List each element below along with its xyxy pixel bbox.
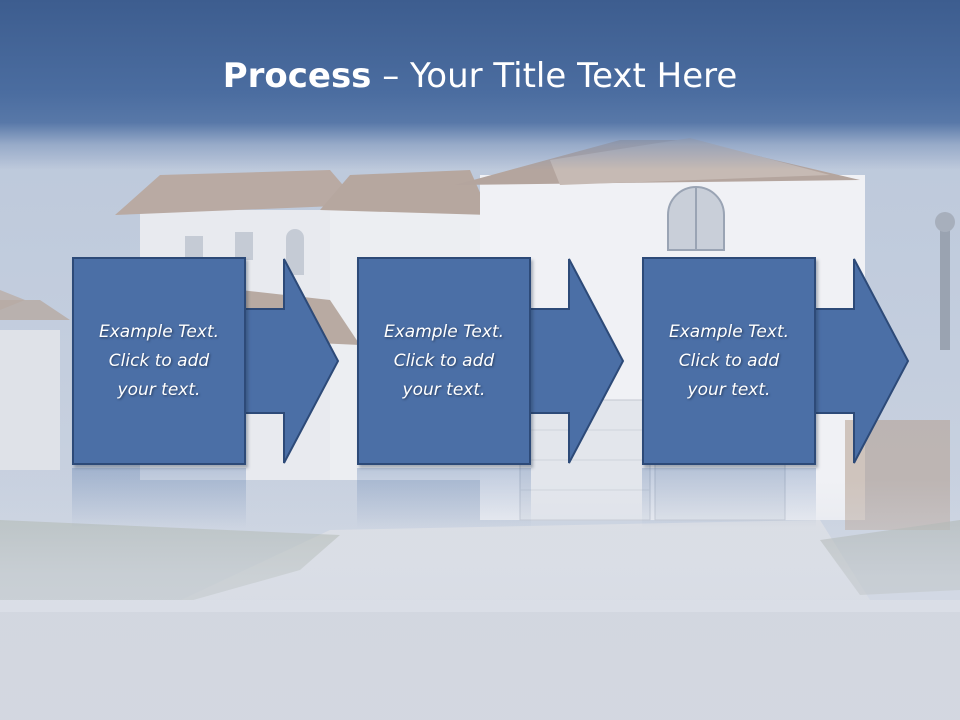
process-step-3[interactable]: Example Text. Click to add your text.	[642, 257, 914, 467]
title-rest: – Your Title Text Here	[371, 56, 738, 96]
step-1-text: Example Text. Click to add your text.	[98, 321, 220, 400]
step-2-reflection	[357, 468, 531, 528]
step-1-reflection	[72, 468, 246, 528]
step-2-text-box[interactable]: Example Text. Click to add your text.	[357, 257, 531, 465]
step-3-text: Example Text. Click to add your text.	[668, 321, 790, 400]
step-3-reflection	[642, 468, 816, 528]
step-2-text: Example Text. Click to add your text.	[383, 321, 505, 400]
background-fade	[0, 480, 960, 720]
title-bold-word: Process	[222, 56, 372, 96]
process-step-1[interactable]: Example Text. Click to add your text.	[72, 257, 344, 467]
process-step-2[interactable]: Example Text. Click to add your text.	[357, 257, 629, 467]
slide-title[interactable]: Process – Your Title Text Here	[0, 54, 960, 98]
step-3-text-box[interactable]: Example Text. Click to add your text.	[642, 257, 816, 465]
step-1-text-box[interactable]: Example Text. Click to add your text.	[72, 257, 246, 465]
title-band	[0, 0, 960, 170]
